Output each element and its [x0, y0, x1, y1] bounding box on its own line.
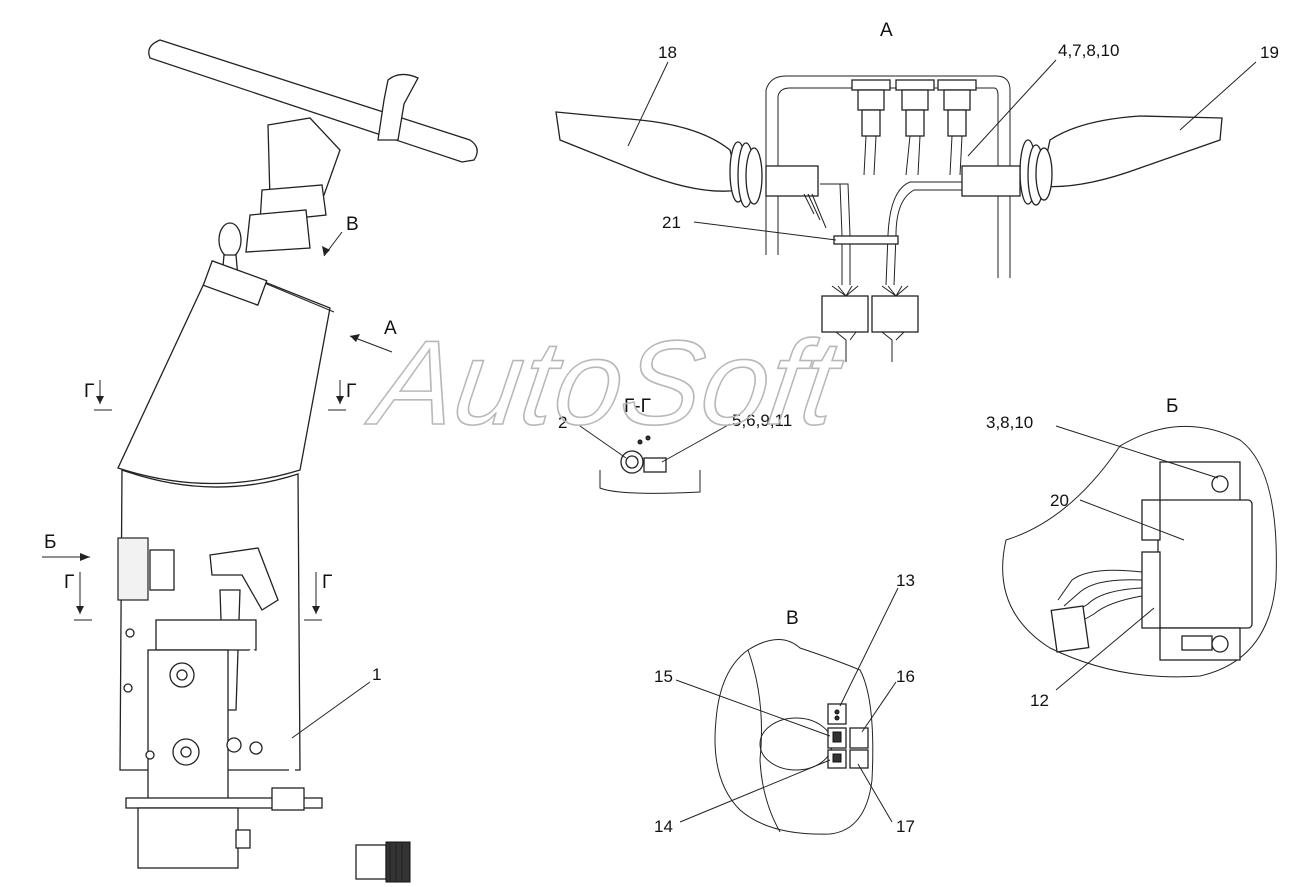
- cable-tie-21: [833, 235, 899, 245]
- callout-12: 12: [1030, 691, 1049, 710]
- view-label-V: В: [346, 214, 359, 235]
- steering-column-main-view: [117, 39, 478, 883]
- switch-row: [851, 79, 977, 176]
- bellows-right: [1019, 139, 1053, 206]
- callout-13: 13: [896, 571, 915, 590]
- stalk-right-19: [1039, 115, 1223, 188]
- callout-14: 14: [654, 817, 673, 836]
- view-title-V: В: [786, 608, 799, 629]
- section-mark-2: Г: [346, 381, 356, 402]
- callout-16: 16: [896, 667, 915, 686]
- callout-label-1: 1: [372, 665, 381, 684]
- view-marker-V: В: [322, 214, 359, 257]
- indicator-panel: [827, 703, 869, 769]
- section-mark-4: Г: [322, 572, 332, 593]
- view-label-A-arrow: А: [384, 318, 397, 339]
- section-mark-3: Г: [64, 572, 74, 593]
- relay-box: [117, 537, 149, 601]
- harness-connector-right: [871, 295, 919, 333]
- callout-3-8-10: 3,8,10: [986, 413, 1033, 432]
- view-B: Б 3,8,10 20 12: [986, 396, 1277, 710]
- column-housing: [117, 261, 331, 485]
- callout-2: 2: [558, 413, 567, 432]
- bellows-left: [729, 141, 763, 208]
- callout-1: 1: [291, 665, 381, 739]
- connector-plug: [355, 844, 387, 880]
- callout-19: 19: [1260, 43, 1279, 62]
- view-title-B: Б: [1166, 396, 1178, 417]
- stalk-mount-right: [961, 165, 1021, 197]
- indicator-16: [849, 727, 869, 749]
- callout-20: 20: [1050, 491, 1069, 510]
- callout-17: 17: [896, 817, 915, 836]
- view-label-B-arrow: Б: [44, 532, 56, 553]
- pedal-lever: [209, 547, 279, 611]
- callout-4-7-8-10: 4,7,8,10: [1058, 41, 1119, 60]
- callout-5-6-9-11: 5,6,9,11: [732, 411, 792, 430]
- panel-outline: [714, 639, 874, 835]
- indicator-17: [849, 749, 869, 769]
- view-V: В 13 15 16 14 17: [654, 571, 915, 836]
- section-mark-1: Г: [84, 381, 94, 402]
- stalk-left-18: [555, 111, 741, 192]
- view-marker-B: Б: [42, 532, 90, 561]
- section-marks: Г Г Г Г: [64, 380, 356, 621]
- stalk-mount-left: [765, 165, 819, 197]
- watermark: AutoSoft: [361, 316, 851, 450]
- harness-connector-left: [821, 295, 869, 333]
- steering-shaft-upper: [267, 117, 341, 201]
- callout-15: 15: [654, 667, 673, 686]
- section-switch: [643, 457, 667, 473]
- control-knob: [218, 222, 242, 258]
- view-title-A: А: [880, 20, 893, 41]
- steering-shaft-collar: [245, 209, 311, 253]
- callout-18: 18: [658, 43, 677, 62]
- callout-21: 21: [662, 213, 681, 232]
- steering-hub: [377, 73, 419, 141]
- section-G-G: Г-Г 2 5,6,9,11: [558, 396, 792, 494]
- section-title: Г-Г: [624, 396, 651, 417]
- view-A: А: [555, 20, 1279, 362]
- wire-connector: [1050, 605, 1090, 653]
- relay-block-20: [1157, 499, 1253, 629]
- view-marker-A: А: [349, 318, 397, 353]
